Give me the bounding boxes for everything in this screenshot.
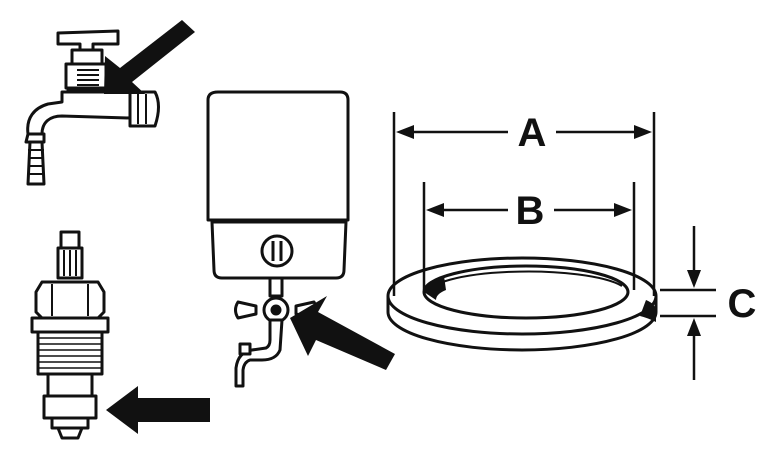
dimension-b (422, 182, 636, 290)
valve-cartridge-icon (30, 230, 110, 440)
washer-ring-icon (386, 256, 658, 352)
water-heater-icon (206, 90, 350, 388)
dimension-label-c: C (728, 282, 757, 326)
arrow-icon (106, 386, 210, 434)
wall-tap-icon (24, 29, 160, 186)
dimension-label-a: A (518, 111, 547, 155)
dimension-a (392, 112, 656, 296)
dimension-label-b: B (516, 189, 545, 233)
arrow-icon (104, 20, 195, 94)
arrow-icon (290, 296, 395, 370)
dimension-c (660, 226, 716, 380)
